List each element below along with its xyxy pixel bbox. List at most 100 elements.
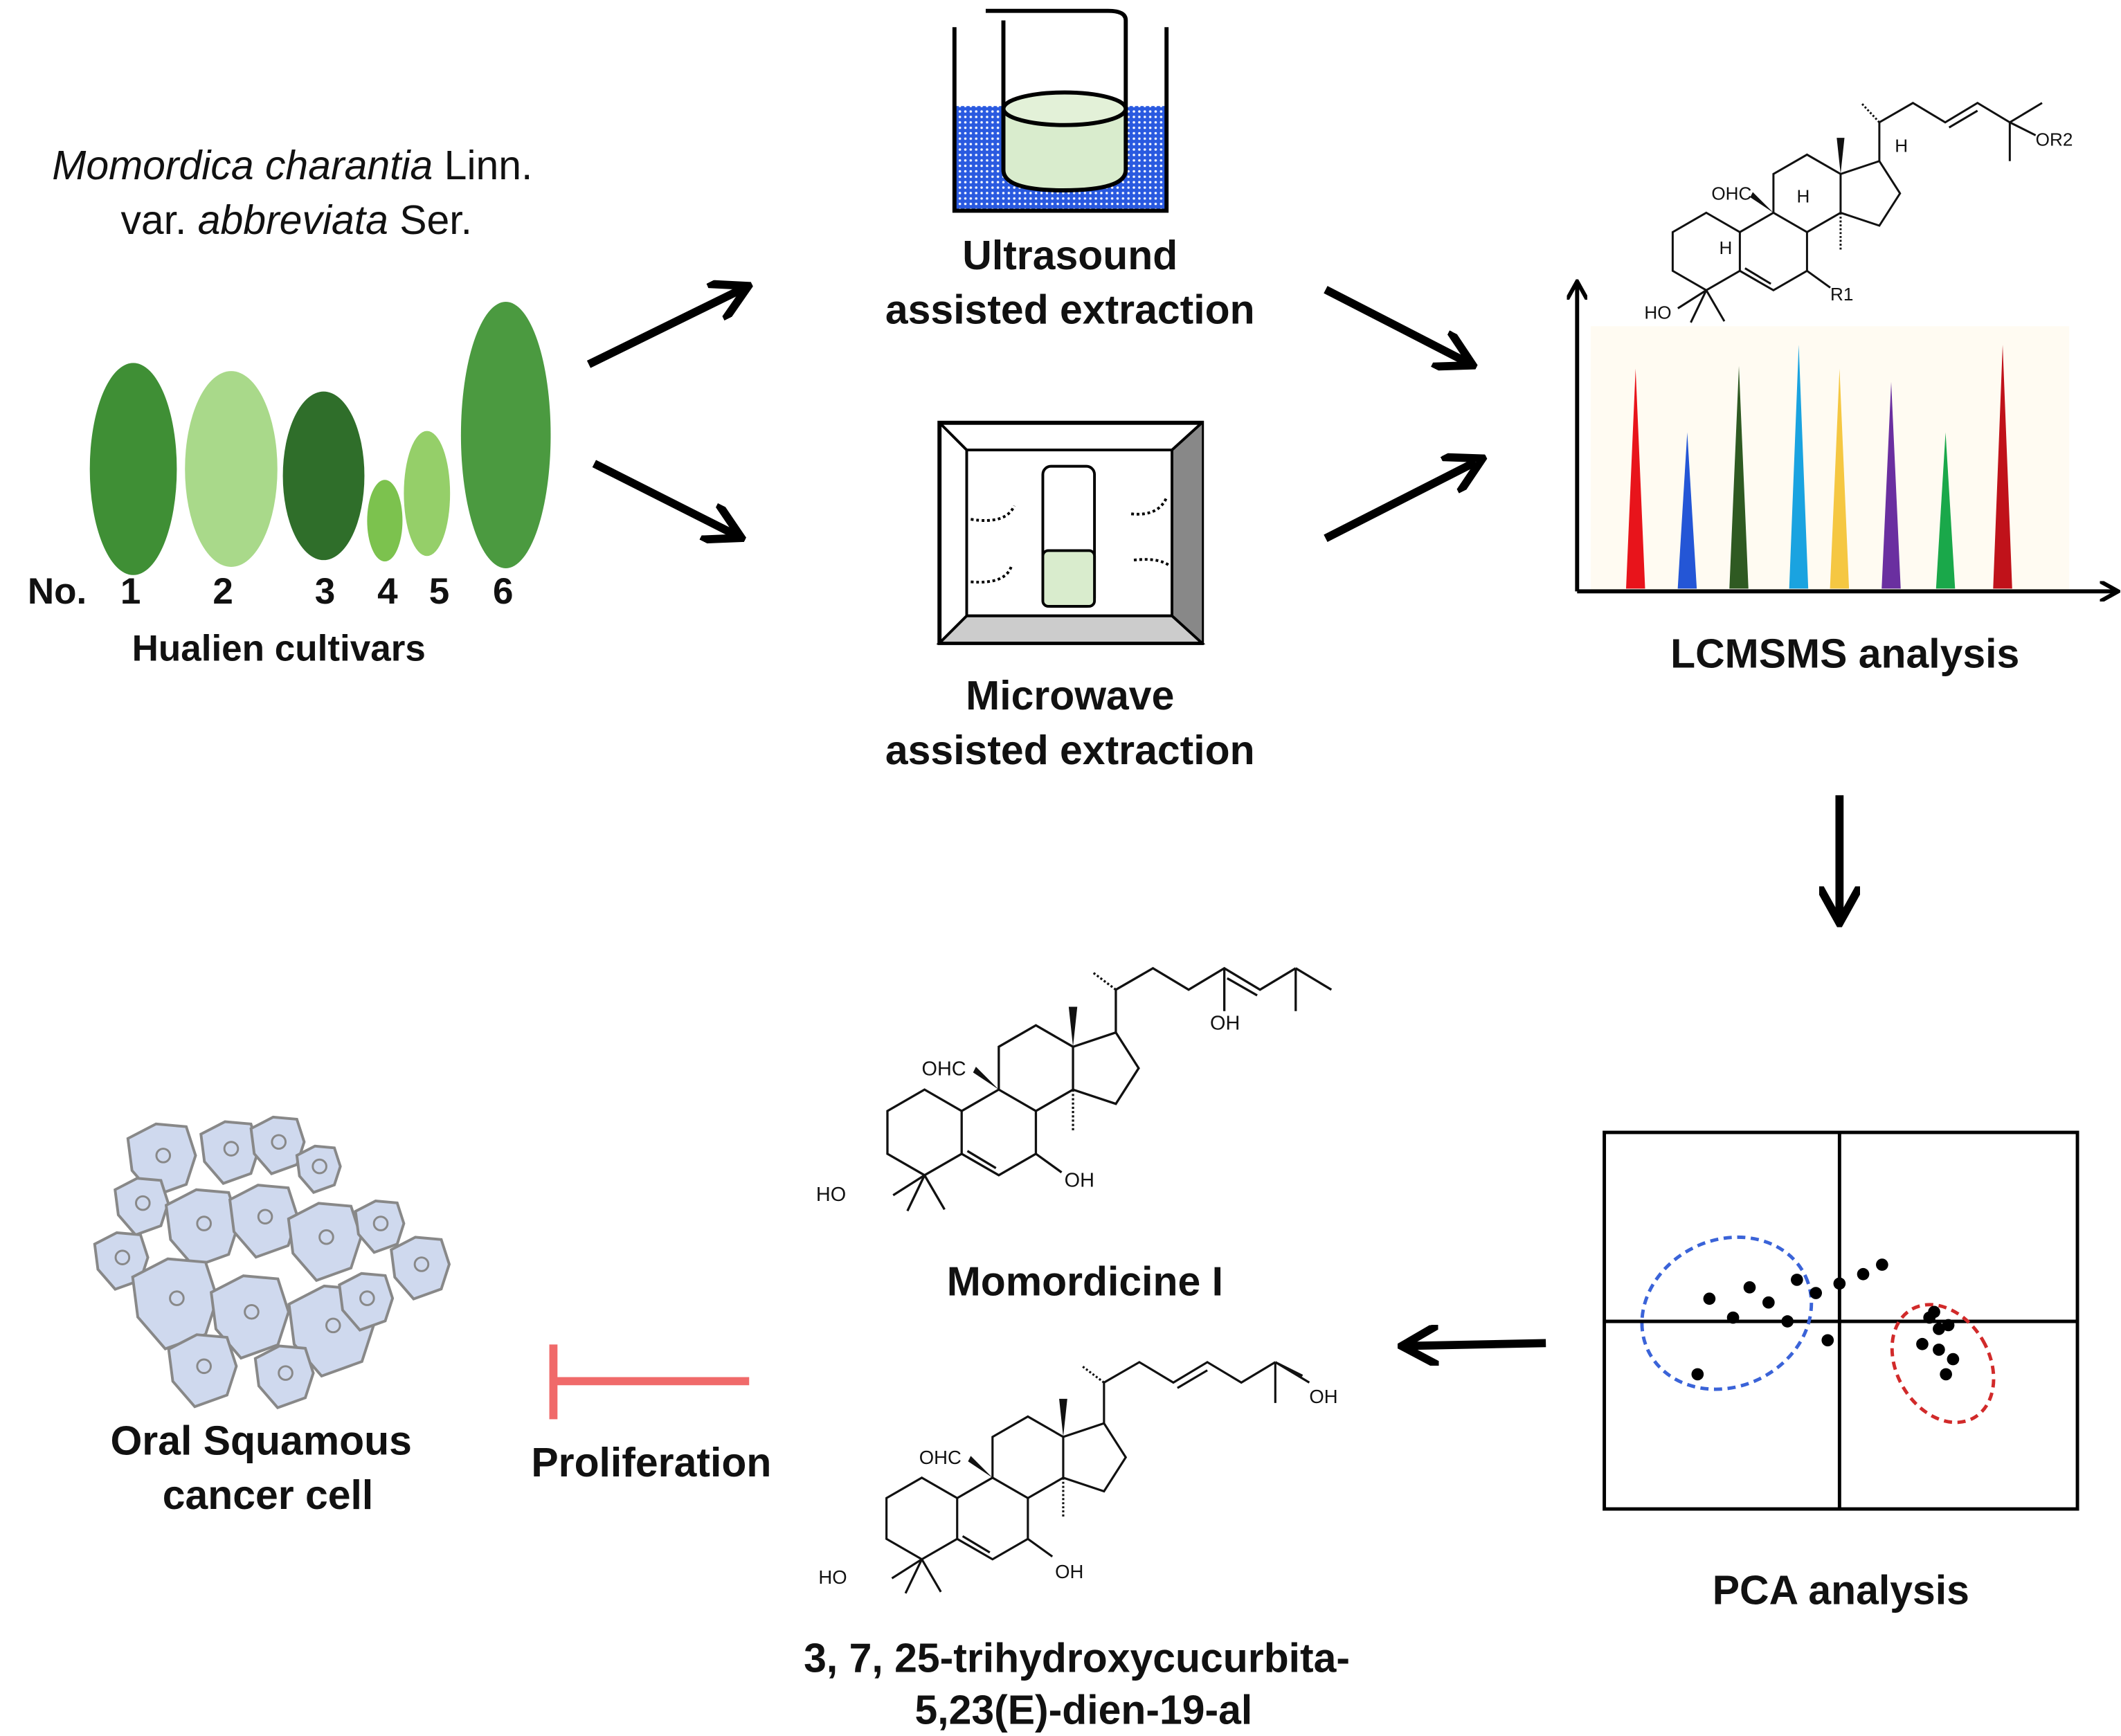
momordicine-i-structure: OHC HO OH OH [816, 966, 1333, 1213]
cultivar-number: 6 [493, 571, 514, 612]
pca-point [1821, 1334, 1834, 1347]
pca-point [1947, 1353, 1960, 1366]
pca-point [1940, 1368, 1952, 1381]
cultivar-number: 3 [315, 571, 336, 612]
svg-text:OH: OH [1210, 1013, 1240, 1035]
cell [199, 1120, 261, 1185]
cultivar-number: 1 [120, 571, 141, 612]
chromatogram-peak [1729, 365, 1749, 589]
melon-5 [404, 431, 451, 557]
svg-text:OHC: OHC [919, 1447, 962, 1468]
cell-nucleus [271, 1134, 287, 1150]
compound2-name-line2: 5,23(E)-dien-19-al [915, 1688, 1253, 1733]
svg-text:OH: OH [1309, 1386, 1337, 1407]
lcms-chromatogram [1577, 285, 2114, 591]
pca-point [1809, 1287, 1823, 1299]
pca-point [1928, 1305, 1940, 1319]
ultrasound-label-line2: assisted extraction [885, 287, 1255, 332]
cultivar-number: 4 [377, 571, 398, 612]
cultivar-number: 5 [429, 571, 450, 612]
cell-nucleus [244, 1303, 260, 1320]
pca-point [1781, 1315, 1794, 1328]
cell [114, 1177, 170, 1237]
pca-point [1933, 1344, 1945, 1356]
chromatogram-peak [1830, 368, 1850, 589]
cell [164, 1188, 240, 1269]
pca-point [1833, 1277, 1846, 1290]
chromatogram-peak [1677, 432, 1697, 589]
pca-label: PCA analysis [1713, 1568, 1969, 1613]
cell [338, 1272, 395, 1332]
svg-text:OH: OH [1055, 1561, 1083, 1582]
pca-point [1933, 1323, 1945, 1335]
svg-text:H: H [1720, 237, 1733, 258]
ultrasound-label-line1: Ultrasound [962, 233, 1177, 278]
plant-section: Momordica charantia Linn. var. abbreviat… [28, 143, 551, 669]
cell-nucleus [223, 1141, 240, 1157]
inhibition-symbol [549, 1344, 750, 1420]
cell-nucleus [257, 1209, 273, 1225]
cell-label-line1: Oral Squamous [111, 1418, 412, 1463]
microwave-label-line1: Microwave [966, 673, 1174, 718]
pca-point [1726, 1311, 1740, 1324]
chromatogram-peak [1626, 368, 1645, 589]
cell-nucleus [318, 1229, 334, 1245]
cell [287, 1202, 363, 1283]
svg-text:H: H [1895, 136, 1908, 156]
cell-nucleus [114, 1249, 131, 1265]
group1-ellipse [1640, 1235, 1814, 1391]
svg-text:HO: HO [818, 1566, 847, 1588]
cell-nucleus [372, 1215, 389, 1231]
svg-text:R1: R1 [1830, 284, 1853, 305]
arrow-pca-to-compounds [1410, 1343, 1546, 1346]
cell-nucleus [312, 1158, 327, 1175]
cultivars-caption: Hualien cultivars [132, 628, 426, 669]
cell-nucleus [196, 1215, 212, 1231]
pca-point [1857, 1267, 1870, 1281]
melon-3 [282, 391, 365, 561]
cell-nucleus [413, 1256, 430, 1272]
pca-point [1743, 1281, 1756, 1294]
cell-nucleus [196, 1358, 212, 1375]
cultivar-number: 2 [213, 571, 233, 612]
cell-nucleus [325, 1317, 341, 1334]
cell-nucleus [359, 1290, 375, 1306]
svg-text:H: H [1796, 186, 1809, 206]
cell [249, 1115, 306, 1175]
melon-6 [460, 302, 551, 568]
arrow-to-ultrasound [586, 289, 741, 368]
chromatogram-peak [1993, 345, 2012, 589]
cell [167, 1333, 238, 1409]
cell [253, 1344, 315, 1410]
pca-point [1703, 1292, 1716, 1305]
cell-nucleus [278, 1365, 294, 1381]
arrow-ultrasound-to-lcms [1324, 286, 1465, 361]
pca-point [1916, 1337, 1929, 1350]
microwave-oven-icon [936, 420, 1206, 645]
pca-point [1942, 1319, 1955, 1332]
number-prefix: No. [28, 571, 87, 612]
flow-arrows [586, 286, 1839, 1346]
species-line-1: Momordica charantia Linn. [52, 143, 532, 188]
melon-1 [89, 363, 177, 575]
lcmsms-label: LCMSMS analysis [1670, 631, 2019, 676]
arrow-microwave-to-lcms [1324, 462, 1475, 542]
melon-2 [185, 371, 278, 567]
cell [228, 1184, 299, 1259]
cell-nucleus [135, 1195, 151, 1211]
svg-text:HO: HO [816, 1184, 846, 1206]
microwave-label-line2: assisted extraction [885, 728, 1255, 773]
cell-label-line2: cancer cell [163, 1473, 374, 1518]
pca-point [1791, 1274, 1803, 1286]
pca-plot [1603, 1130, 2079, 1511]
cell-nucleus [155, 1148, 172, 1164]
svg-text:OH: OH [1065, 1169, 1094, 1191]
cell [295, 1144, 342, 1194]
bitter-melon-photos [89, 302, 551, 575]
group2-ellipse [1890, 1303, 1996, 1425]
chromatogram-peak [1789, 345, 1809, 589]
cell [354, 1200, 406, 1254]
svg-text:HO: HO [1644, 302, 1671, 323]
chromatogram-peak [1935, 432, 1956, 589]
